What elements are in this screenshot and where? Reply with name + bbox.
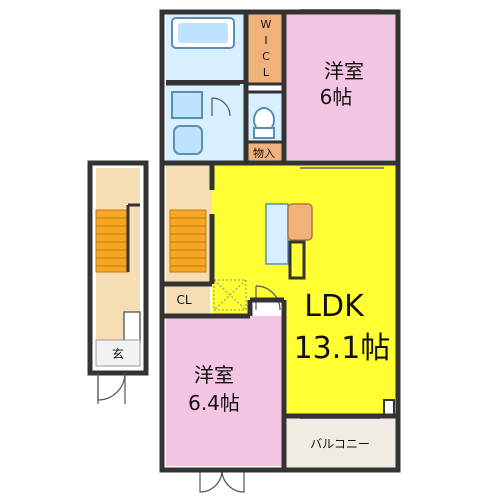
bedroom-top-name: 洋室 (324, 59, 364, 83)
closet-label: CL (176, 293, 191, 307)
toilet-room (246, 92, 282, 142)
entrance-door-swing (97, 372, 126, 401)
wic-letter-i: I (264, 34, 267, 47)
entrance-stairway: 玄 (87, 160, 149, 404)
washbasin-icon (171, 91, 203, 119)
walls (159, 9, 401, 473)
bedroom-bottom: 洋室 6.4帖 (166, 285, 284, 493)
interior-stairs (169, 209, 207, 273)
balcony: バルコニー (286, 417, 398, 468)
bedroom-top-size: 6帖 (320, 85, 353, 109)
wic-letter-l: L (263, 66, 270, 79)
wic-letter-w: W (261, 18, 272, 31)
bedroom-bottom-name: 洋室 (194, 363, 234, 387)
entrance-label: 玄 (112, 346, 124, 361)
ldk-name: LDK (304, 289, 365, 324)
storage: 物入 (246, 142, 282, 162)
bathroom (166, 14, 246, 84)
closet: CL (166, 284, 210, 316)
washing-machine-icon (173, 125, 203, 155)
kitchen-sink-icon (265, 203, 289, 265)
bedroom-top: 洋室 6帖 (286, 9, 396, 160)
balcony-label: バルコニー (310, 437, 370, 451)
washroom (166, 84, 246, 162)
walk-in-closet: W I C L (248, 14, 293, 86)
shoe-cabinet (123, 311, 141, 343)
hallway (166, 164, 233, 284)
ldk-size: 13.1帖 (294, 331, 391, 366)
wic-letter-c: C (262, 50, 270, 63)
bedroom-bottom-size: 6.4帖 (188, 391, 240, 415)
storage-label: 物入 (253, 146, 275, 160)
genkan-floor (95, 339, 141, 367)
fridge-icon (287, 203, 313, 241)
ldk: LDK 13.1帖 (212, 164, 396, 417)
entrance-stairs (95, 209, 129, 273)
